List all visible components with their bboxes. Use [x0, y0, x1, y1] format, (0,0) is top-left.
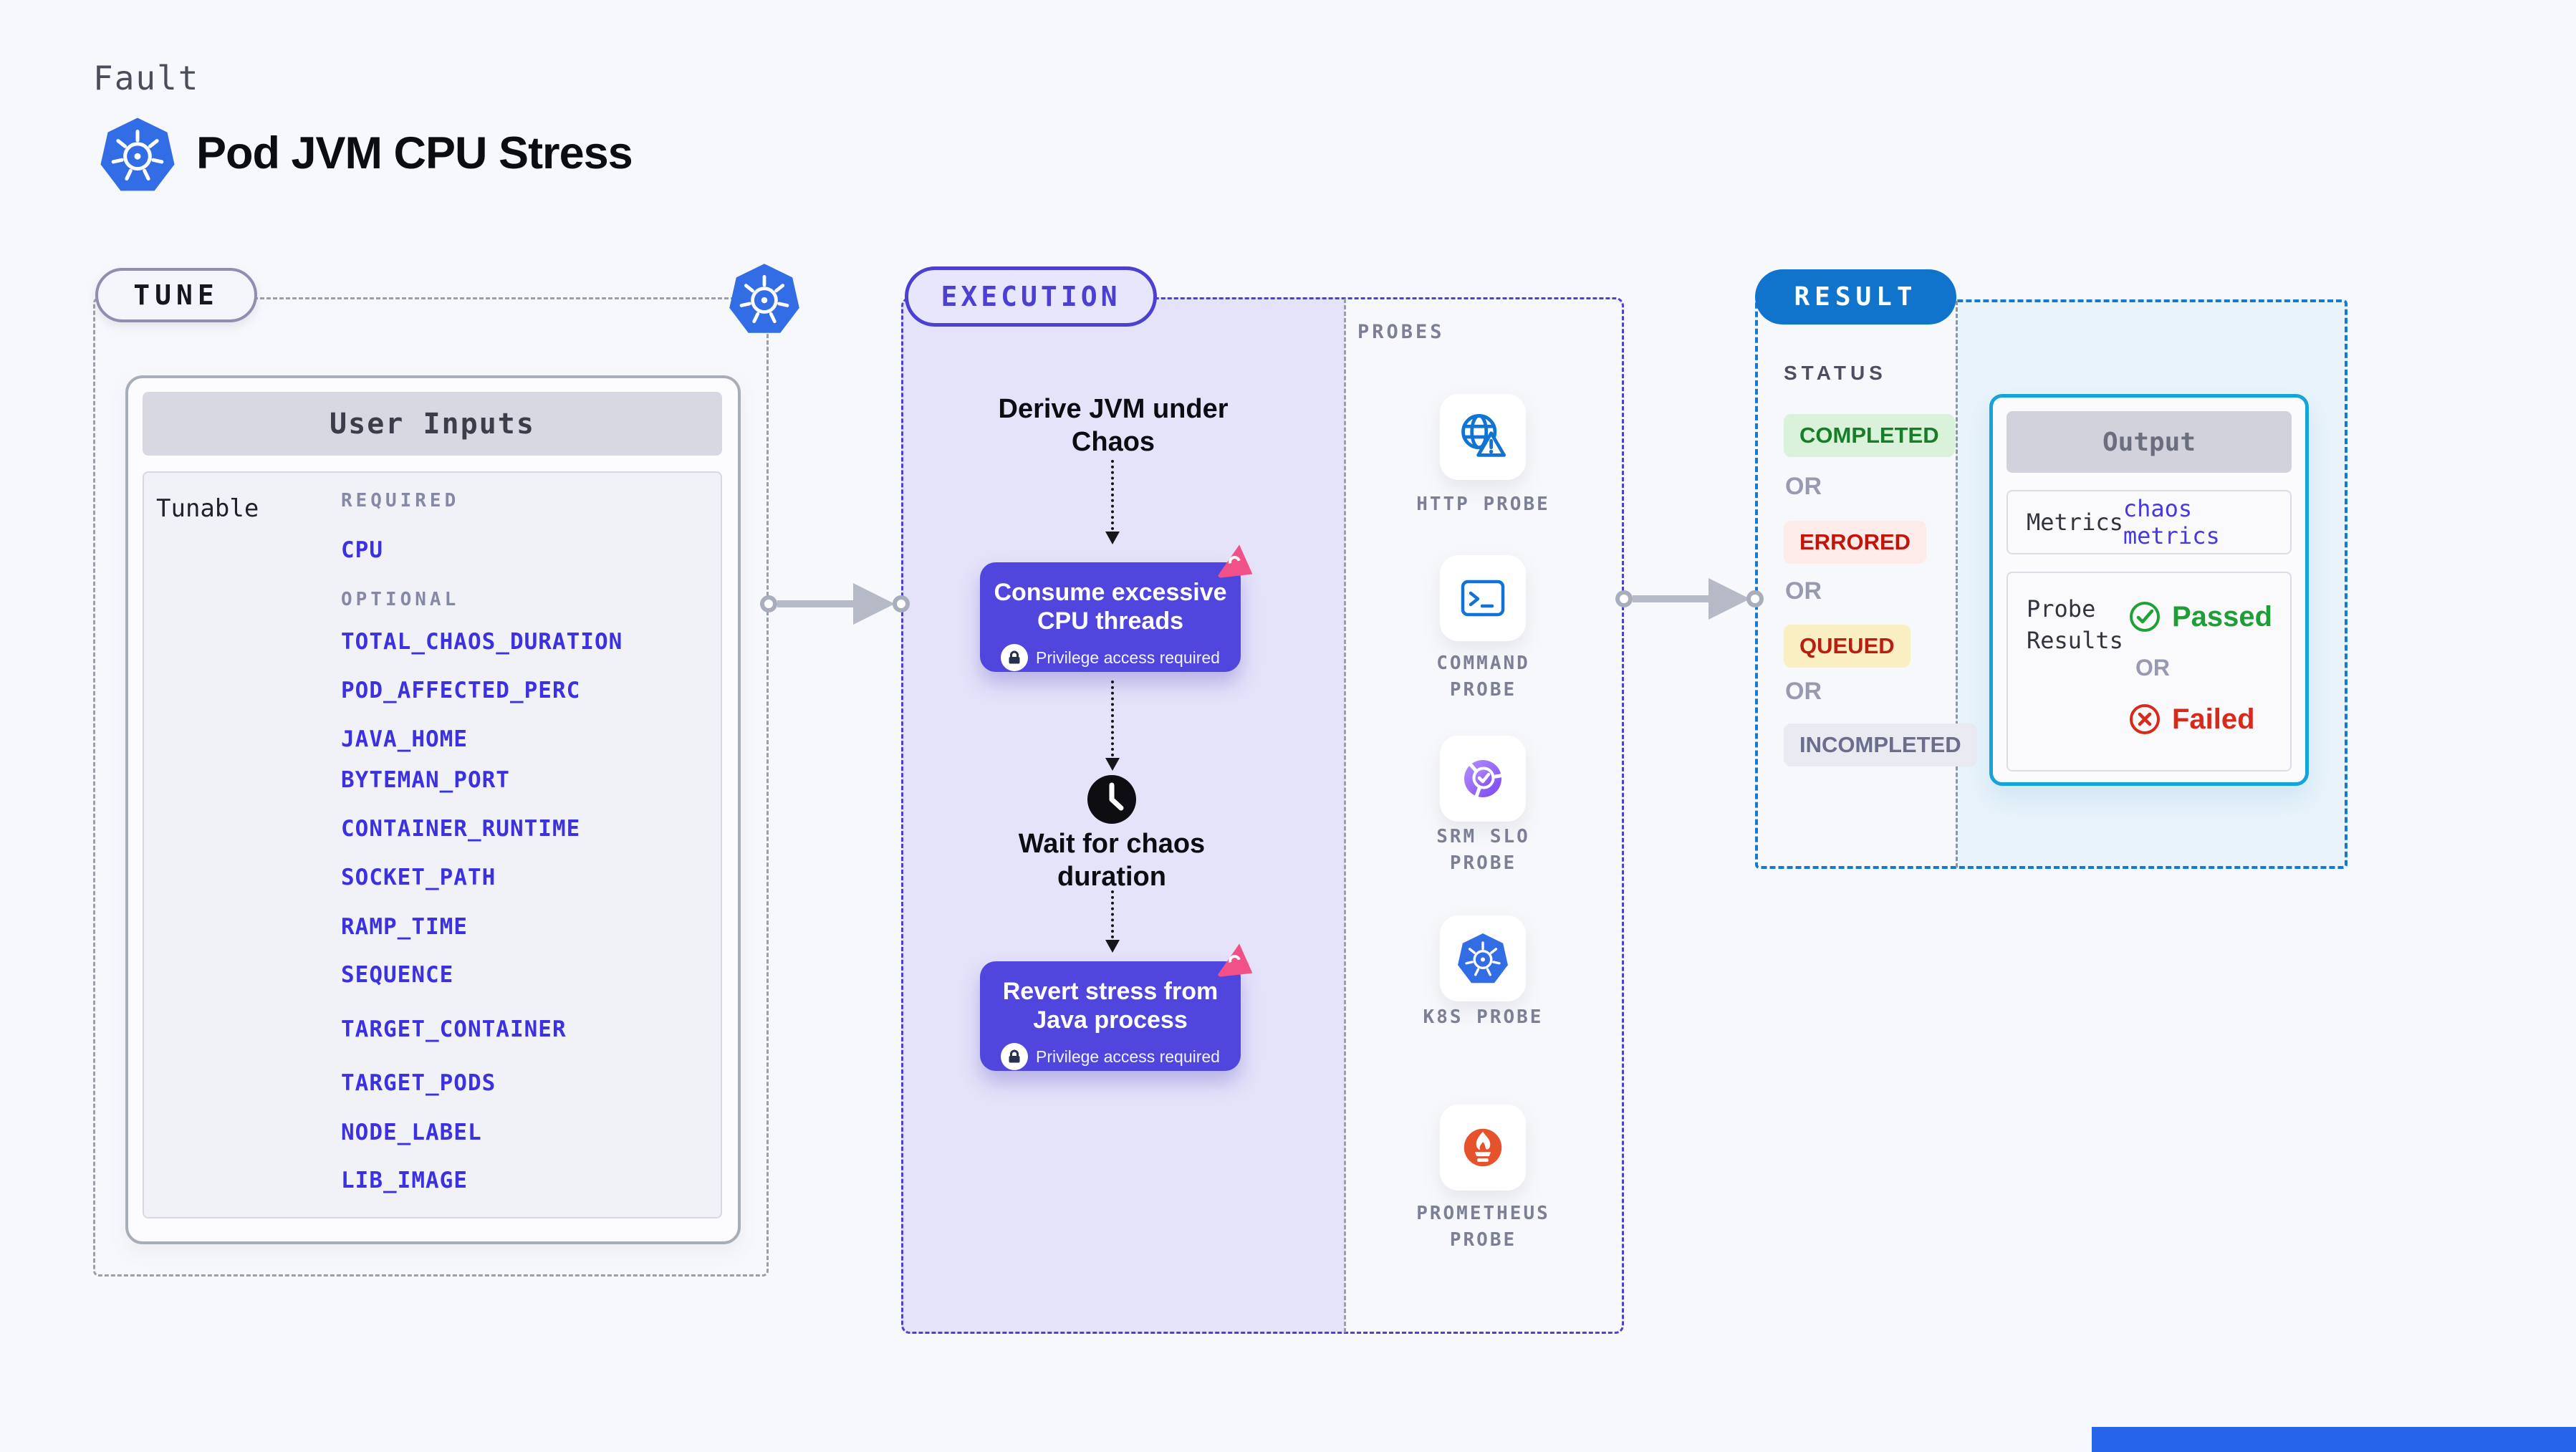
or-separator: OR [1785, 473, 1822, 500]
input-link-node-label[interactable]: NODE_LABEL [341, 1120, 482, 1145]
input-link-container-runtime[interactable]: CONTAINER_RUNTIME [341, 816, 581, 842]
tune-to-execution-arrow [777, 600, 855, 607]
execution-badge: EXECUTION [905, 266, 1157, 327]
probe-results-values: Passed OR Failed [2128, 573, 2290, 770]
tunable-label: Tunable [156, 494, 259, 523]
slo-donut-check-icon [1464, 760, 1503, 798]
lock-icon [1001, 1043, 1029, 1070]
probe-failed-row: Failed [2128, 703, 2290, 736]
srm-slo-probe-tile [1440, 736, 1526, 822]
probe-passed-row: Passed [2128, 600, 2290, 633]
user-inputs-title: User Inputs [143, 392, 722, 456]
globe-warning-icon [1461, 414, 1506, 457]
privilege-note-text: Privilege access required [1036, 1047, 1220, 1066]
input-link-lib-image[interactable]: LIB_IMAGE [341, 1168, 468, 1193]
input-link-cpu[interactable]: CPU [341, 537, 383, 563]
metrics-label: Metrics [2027, 509, 2123, 536]
down-arrow-icon [1105, 532, 1120, 544]
consume-cpu-title: Consume excessive CPU threads [994, 579, 1227, 635]
footer-strip [2092, 1427, 2576, 1452]
or-separator: OR [2135, 655, 2170, 681]
failed-label: Failed [2172, 703, 2255, 735]
revert-stress-title: Revert stress from Java process [1002, 978, 1219, 1034]
user-inputs-panel [143, 471, 722, 1218]
prometheus-probe-label: PROMETHEUS PROBE [1416, 1203, 1550, 1251]
status-chip-completed: COMPLETED [1784, 414, 1955, 457]
probe-results-label: Probe Results [2027, 595, 2123, 654]
command-probe-label: COMMAND PROBE [1436, 653, 1530, 701]
http-probe-label: HTTP PROBE [1416, 494, 1550, 515]
input-link-ramp-time[interactable]: RAMP_TIME [341, 914, 468, 940]
status-chip-errored: ERRORED [1784, 521, 1927, 564]
input-link-pod-affected-perc[interactable]: POD_AFFECTED_PERC [341, 678, 581, 703]
execution-probes-divider [1344, 299, 1346, 1332]
down-arrow-icon [1105, 940, 1120, 953]
fault-kicker: Fault [93, 59, 200, 97]
tune-section-box [93, 297, 769, 1276]
x-circle-icon [2130, 704, 2160, 734]
status-chip-queued: QUEUED [1784, 625, 1911, 668]
srm-slo-probe-label: SRM SLO PROBE [1436, 826, 1530, 874]
input-link-target-container[interactable]: TARGET_CONTAINER [341, 1016, 567, 1042]
result-badge: RESULT [1755, 269, 1956, 324]
input-link-target-pods[interactable]: TARGET_PODS [341, 1070, 496, 1096]
flow-connector [1111, 681, 1114, 756]
prometheus-probe-tile [1440, 1105, 1526, 1191]
http-probe-tile [1440, 394, 1526, 480]
derive-step-label: Derive JVM under Chaos [998, 394, 1229, 457]
arrow-head-icon [1708, 578, 1750, 620]
clock-icon [1085, 773, 1138, 826]
input-link-byteman-port[interactable]: BYTEMAN_PORT [341, 767, 510, 793]
kubernetes-icon [726, 259, 802, 338]
kubernetes-icon [1458, 933, 1508, 984]
input-link-java-home[interactable]: JAVA_HOME [341, 726, 468, 752]
flow-connector [1111, 460, 1114, 530]
output-panel-title: Output [2007, 411, 2292, 473]
k8s-probe-tile [1440, 915, 1526, 1001]
prometheus-icon [1464, 1128, 1502, 1167]
required-section-label: REQUIRED [341, 490, 460, 511]
status-label: STATUS [1784, 362, 1887, 384]
probe-results-row: Probe Results Passed OR Failed [2007, 572, 2292, 771]
page-title: Pod JVM CPU Stress [196, 128, 633, 178]
privilege-note: Privilege access required [1001, 1043, 1220, 1070]
input-link-total-chaos-duration[interactable]: TOTAL_CHAOS_DURATION [341, 629, 623, 655]
privilege-note-text: Privilege access required [1036, 648, 1220, 667]
k8s-probe-label: K8S PROBE [1423, 1006, 1544, 1028]
revert-stress-card: Revert stress from Java process Privileg… [980, 961, 1241, 1071]
input-link-socket-path[interactable]: SOCKET_PATH [341, 865, 496, 890]
metrics-row: Metrics chaos metrics [2007, 490, 2292, 554]
consume-cpu-card: Consume excessive CPU threads Privilege … [980, 562, 1241, 672]
connector-dot [1746, 590, 1764, 607]
result-section-box [1755, 299, 2347, 869]
connector-dot [760, 595, 777, 612]
check-circle-icon [2130, 602, 2160, 632]
optional-section-label: OPTIONAL [341, 589, 460, 610]
down-arrow-icon [1105, 758, 1120, 771]
or-separator: OR [1785, 577, 1822, 605]
passed-label: Passed [2172, 600, 2273, 633]
lock-icon [1001, 644, 1029, 671]
terminal-icon [1461, 580, 1505, 617]
command-probe-tile [1440, 555, 1526, 641]
status-output-divider [1956, 301, 1958, 867]
connector-dot [1615, 590, 1633, 607]
status-chip-incompleted: INCOMPLETED [1784, 723, 1977, 766]
wait-step-label: Wait for chaos duration [1018, 829, 1206, 892]
chaos-metrics-link[interactable]: chaos metrics [2123, 495, 2220, 549]
privilege-note: Privilege access required [1001, 644, 1220, 671]
execution-to-result-arrow [1633, 595, 1710, 602]
connector-dot [893, 595, 910, 612]
kubernetes-logo-icon [97, 113, 178, 196]
tune-badge: TUNE [95, 268, 257, 322]
arrow-head-icon [853, 583, 895, 625]
flow-connector [1111, 890, 1114, 938]
input-link-sequence[interactable]: SEQUENCE [341, 962, 454, 988]
or-separator: OR [1785, 678, 1822, 705]
chaos-icon [1218, 544, 1254, 580]
probes-section-label: PROBES [1357, 321, 1445, 343]
chaos-icon [1218, 943, 1254, 979]
